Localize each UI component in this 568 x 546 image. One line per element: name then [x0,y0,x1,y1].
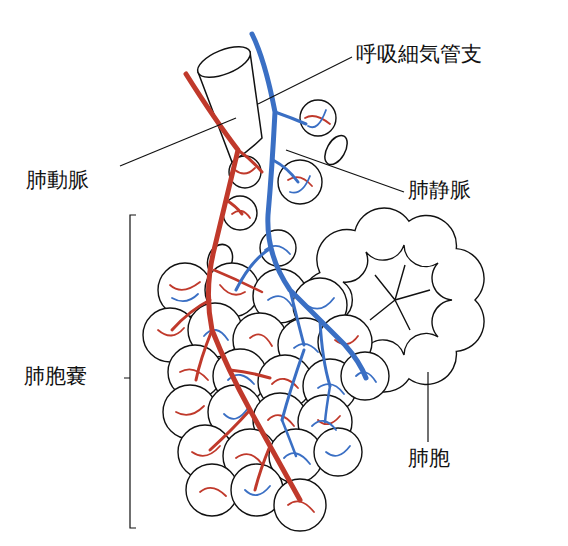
part-label: 肺動脈 [26,168,89,193]
part-label: 肺胞嚢 [24,364,87,389]
part-label: 呼吸細気管支 [356,42,482,67]
part-label: 肺胞 [408,446,450,471]
part-label: 肺静脈 [408,178,471,203]
